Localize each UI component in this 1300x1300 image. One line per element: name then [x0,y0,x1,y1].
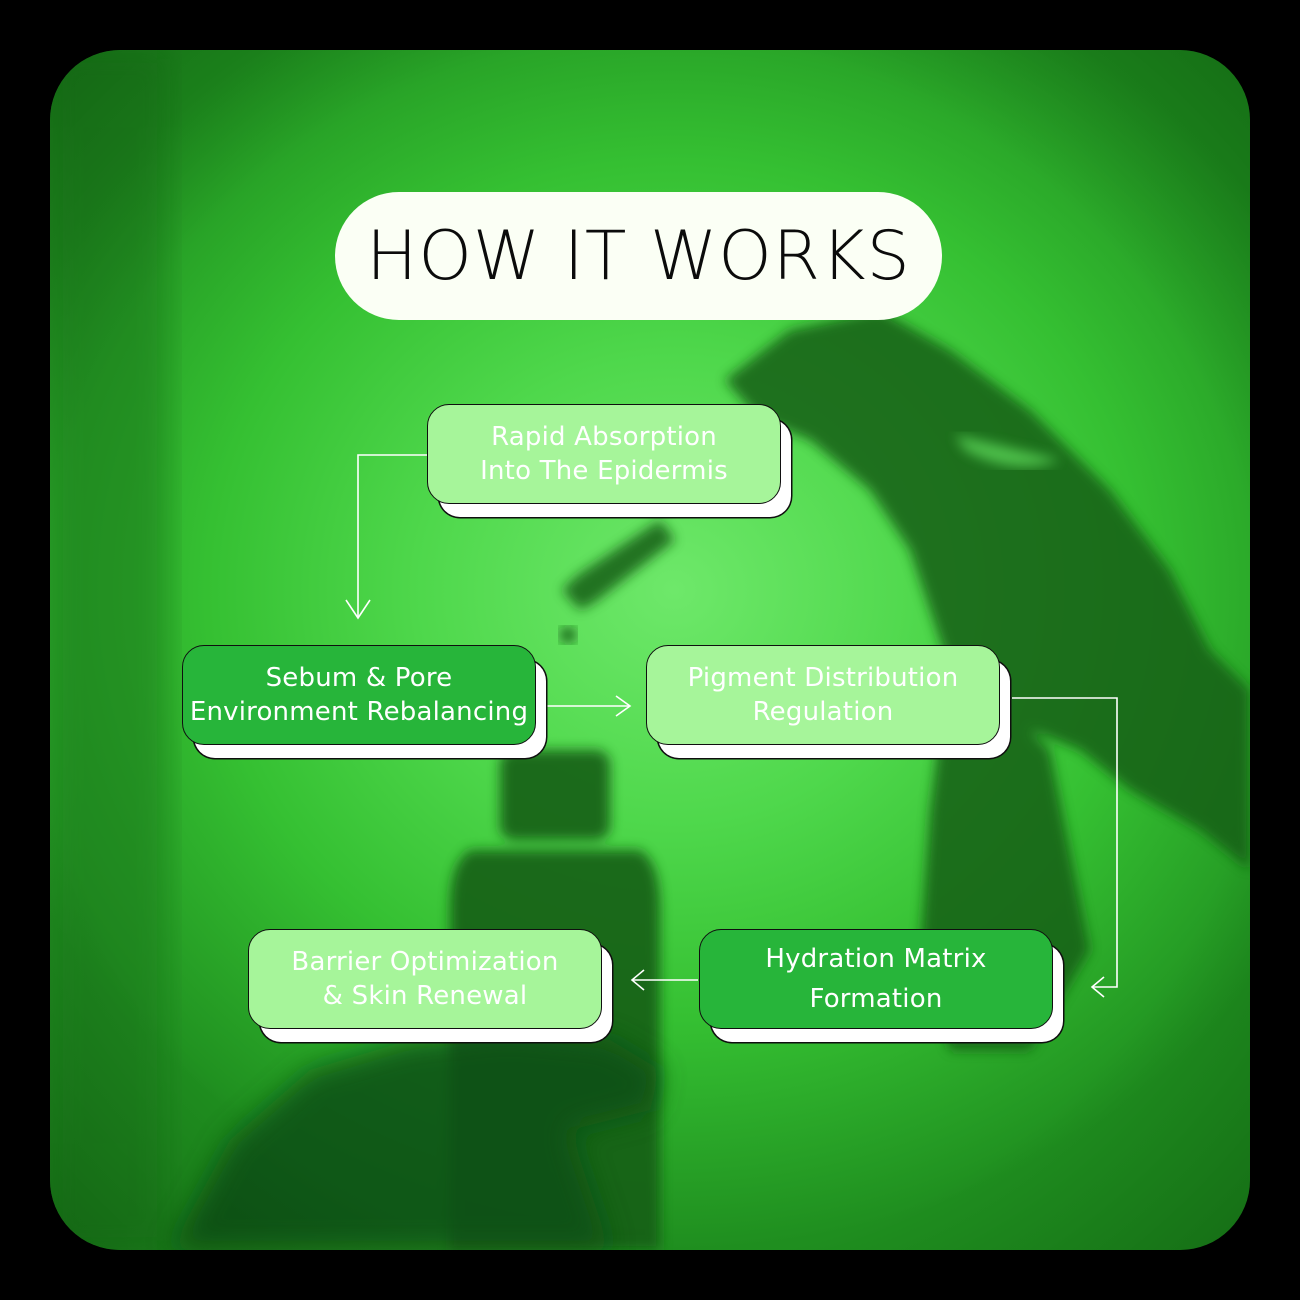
title-pill: HOW IT WORKS [335,192,942,320]
step-label-5: Barrier Optimization & Skin Renewal [291,947,559,1011]
step-label-1: Rapid Absorption Into The Epidermis [480,422,728,486]
page-title: HOW IT WORKS [366,216,911,296]
step-card-5: Barrier Optimization & Skin Renewal [248,929,602,1029]
background-panel: HOW IT WORKS Rapid Absorption Into The E… [50,50,1250,1250]
step-label-2: Sebum & Pore Environment Rebalancing [189,663,529,727]
step-label-3: Pigment Distribution Regulation [687,663,959,727]
step-card-4: Hydration Matrix Formation [699,929,1053,1029]
step-label-4: Hydration Matrix Formation [765,944,987,1014]
step-card-2: Sebum & Pore Environment Rebalancing [182,645,536,745]
step-card-1: Rapid Absorption Into The Epidermis [427,404,781,504]
step-card-3: Pigment Distribution Regulation [646,645,1000,745]
